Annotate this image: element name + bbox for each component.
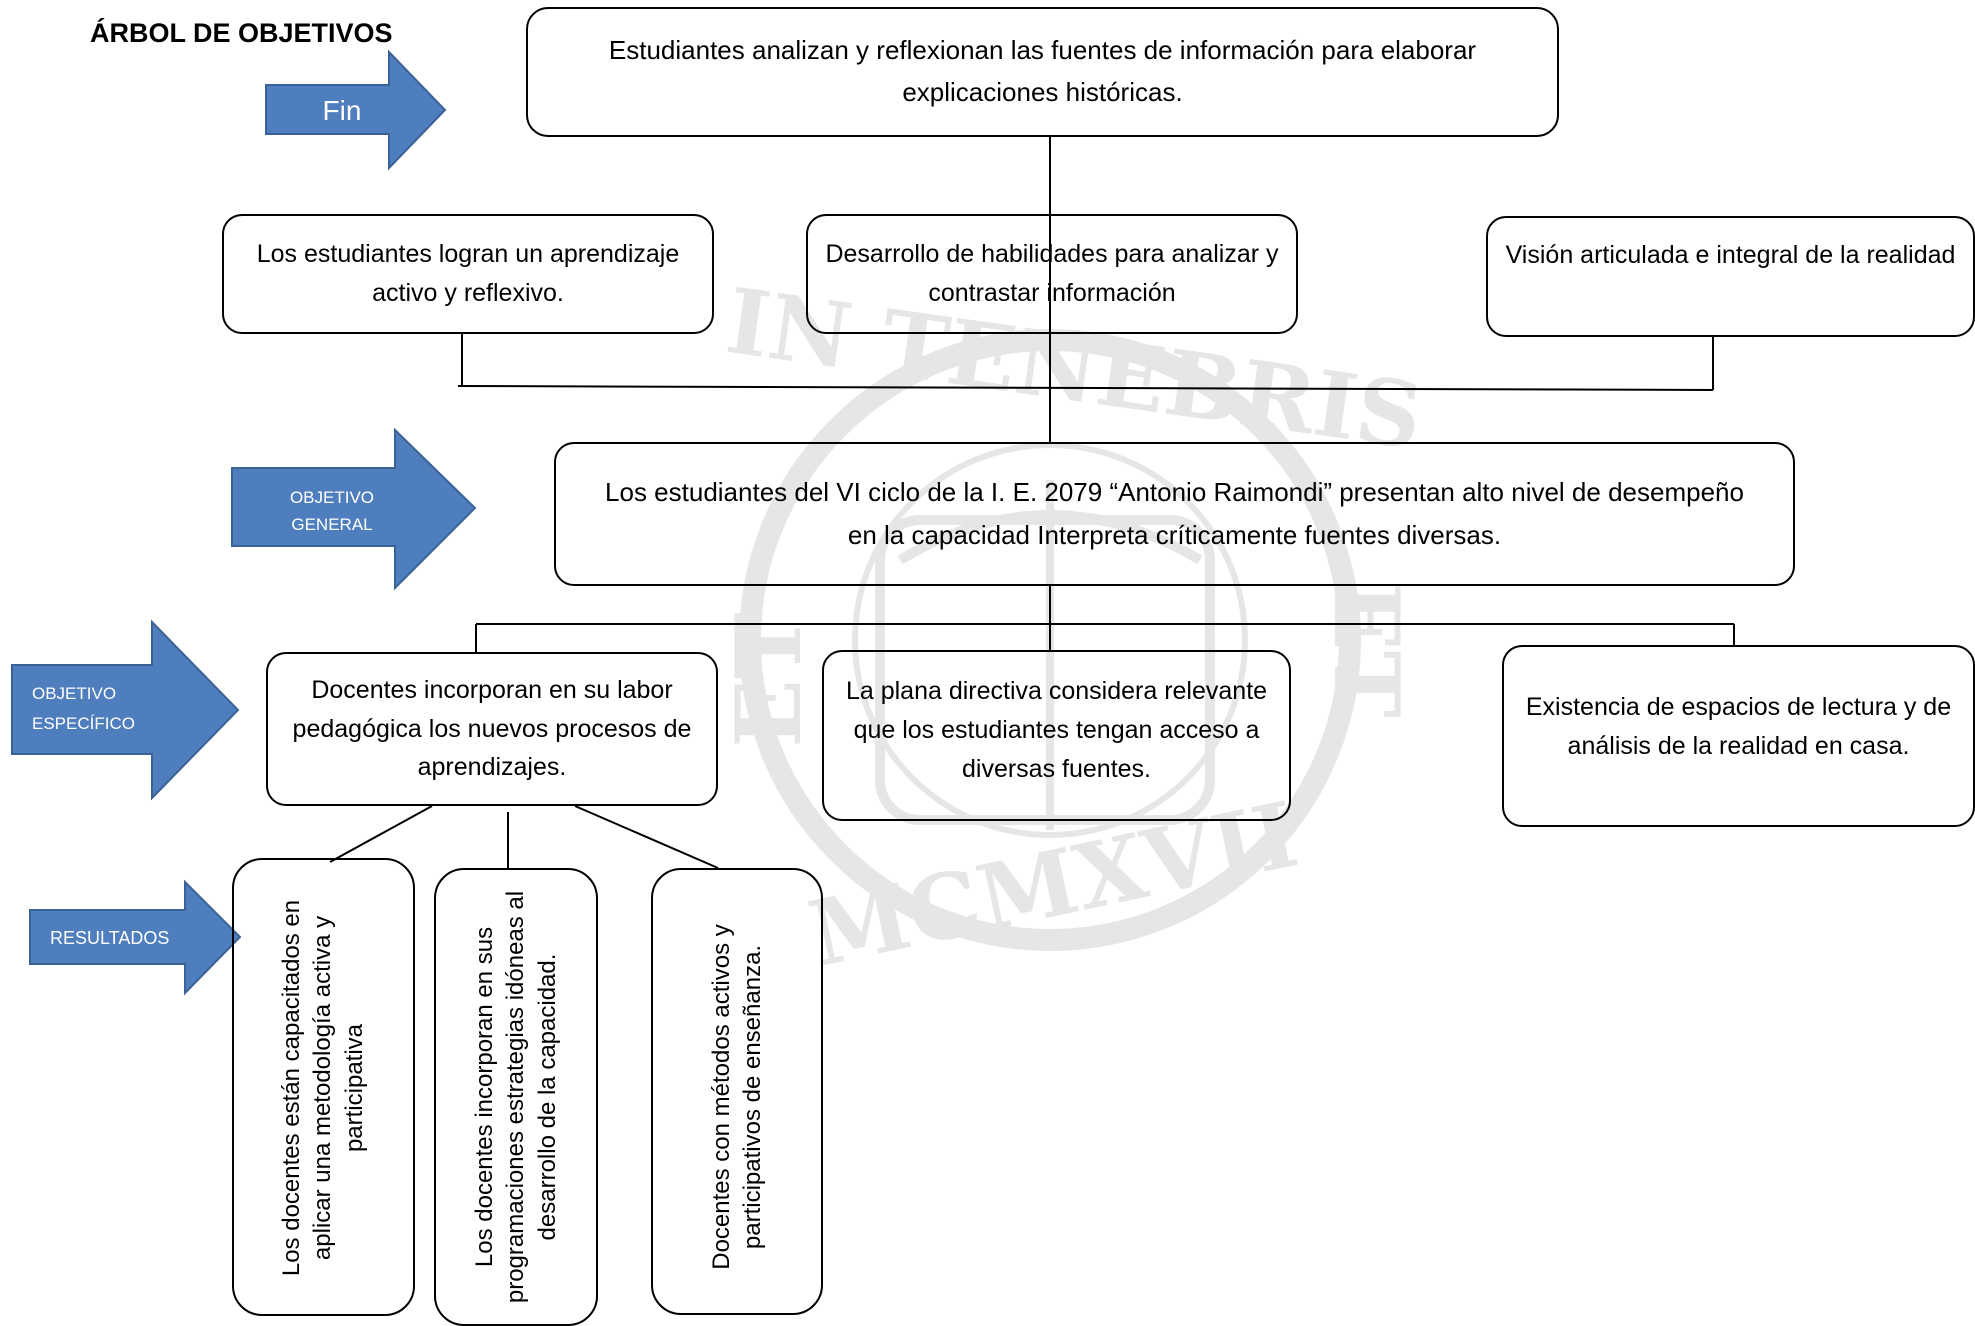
- objetivo-especifico-arrow-label: OBJETIVO ESPECÍFICO: [32, 679, 172, 739]
- resultados-arrow: [29, 879, 242, 996]
- result-box: [651, 868, 823, 1315]
- result-text: Los docentes están capacitados en aplica…: [238, 863, 408, 1313]
- specific-objective-line: pedagógica los nuevos procesos de: [292, 714, 692, 743]
- objetivo-general-arrow-label: OBJETIVO GENERAL: [262, 484, 402, 538]
- specific-objective-line: diversas fuentes.: [962, 754, 1151, 783]
- general-objective-box: Los estudiantes del VI ciclo de la I. E.…: [554, 442, 1795, 586]
- resultados-arrow-label: RESULTADOS: [50, 928, 170, 948]
- effect-box: Desarrollo de habilidades para analizar …: [806, 214, 1298, 334]
- result-text: Los docentes incorporan en sus programac…: [431, 872, 601, 1322]
- specific-objective-box: Docentes incorporan en su labor pedagógi…: [266, 652, 718, 806]
- effect-box: Visión articulada e integral de la reali…: [1486, 216, 1975, 337]
- general-objective-line: Los estudiantes del VI ciclo de la I. E.…: [605, 477, 1744, 508]
- result-text: Docentes con métodos activos y participa…: [652, 872, 822, 1322]
- objetivo-general-label-line: GENERAL: [291, 515, 373, 535]
- specific-objective-box: La plana directiva considera relevante q…: [822, 650, 1291, 821]
- fin-box-line: explicaciones históricas.: [902, 77, 1183, 107]
- connector-result-3: [574, 805, 719, 869]
- effect-box-line: Visión articulada e integral de la reali…: [1505, 241, 1956, 269]
- fin-box: Estudiantes analizan y reflexionan las f…: [526, 7, 1559, 137]
- result-line: desarrollo de la capacidad.: [533, 953, 561, 1241]
- fin-arrow: [265, 49, 447, 171]
- effect-box: Los estudiantes logran un aprendizaje ac…: [222, 214, 714, 334]
- specific-objective-line: Docentes incorporan en su labor: [311, 675, 673, 704]
- specific-objective-line: La plana directiva considera relevante: [845, 677, 1268, 705]
- specific-objective-box: Existencia de espacios de lectura y de a…: [1502, 645, 1975, 827]
- result-line: Docentes con métodos activos y: [707, 924, 735, 1270]
- result-line: participativa: [340, 1023, 368, 1153]
- objetivo-general-arrow: [231, 427, 477, 591]
- result-line: Los docentes están capacitados en: [278, 899, 306, 1277]
- effect-box-line: Desarrollo de habilidades para analizar …: [825, 240, 1279, 269]
- connector-effects-horizontal: [457, 385, 1714, 391]
- objetivo-especifico-label-line: OBJETIVO: [32, 684, 117, 703]
- fin-box-line: Estudiantes analizan y reflexionan las f…: [608, 35, 1477, 66]
- effect-box-line: activo y reflexivo.: [372, 279, 564, 307]
- objetivo-especifico-arrow: [11, 619, 240, 801]
- connector-result-1: [329, 805, 433, 863]
- watermark-left-text: ET: [716, 612, 822, 748]
- watermark-right-text: ET: [1313, 582, 1419, 718]
- page-title: ÁRBOL DE OBJETIVOS: [90, 18, 393, 48]
- fin-arrow-label: Fin: [322, 95, 362, 126]
- specific-objective-line: análisis de la realidad en casa.: [1567, 732, 1910, 760]
- specific-objective-line: que los estudiantes tengan acceso a: [853, 715, 1260, 744]
- result-line: programaciones estrategias idóneas al: [502, 890, 530, 1304]
- result-line: aplicar una metodología activa y: [309, 915, 337, 1261]
- general-objective-line: en la capacidad Interpreta críticamente …: [847, 520, 1502, 550]
- effect-box-line: Los estudiantes logran un aprendizaje: [256, 240, 680, 269]
- result-line: participativos de enseñanza.: [739, 944, 766, 1250]
- specific-objective-line: Existencia de espacios de lectura y de: [1525, 693, 1952, 722]
- specific-objective-line: aprendizajes.: [417, 753, 567, 782]
- result-box: [232, 858, 415, 1316]
- effect-box-line: contrastar información: [928, 279, 1176, 307]
- result-line: Los docentes incorporan en sus: [471, 926, 499, 1268]
- objetivo-general-label-line: OBJETIVO: [289, 488, 375, 507]
- result-box: [434, 868, 598, 1326]
- objetivo-especifico-label-line: ESPECÍFICO: [32, 713, 135, 733]
